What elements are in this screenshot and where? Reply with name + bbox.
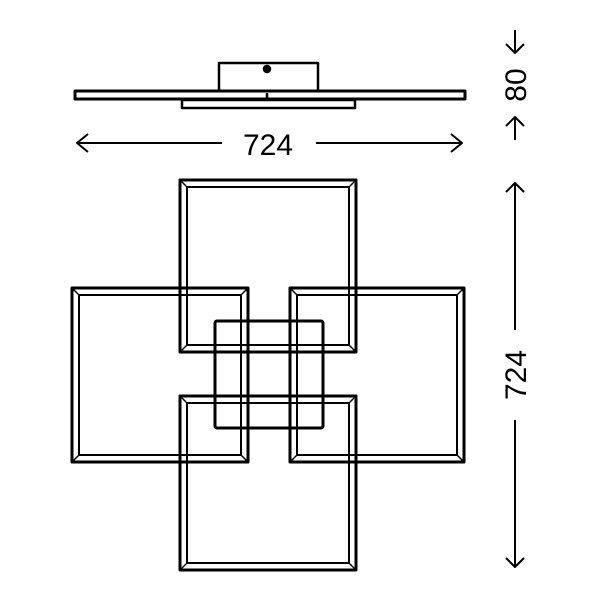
center-plate-side (180, 98, 357, 110)
arrow-up-icon (505, 116, 525, 127)
arrow-up-icon (505, 182, 525, 193)
width-dimension (76, 133, 463, 153)
side-view (73, 61, 467, 110)
frame-top (178, 178, 358, 354)
top-view (70, 178, 466, 572)
arrow-right-icon (450, 133, 463, 153)
frame-right (288, 286, 466, 464)
depth-dimension (505, 182, 525, 568)
height-label: 80 (500, 68, 533, 101)
frame-left (70, 286, 250, 464)
arrow-down-icon (505, 43, 525, 54)
depth-label: 724 (500, 350, 533, 400)
width-label: 724 (243, 129, 293, 162)
center-canopy (213, 319, 325, 430)
arrow-left-icon (76, 133, 89, 153)
height-dimension (505, 30, 525, 140)
arrow-down-icon (505, 557, 525, 568)
frame-bar (73, 89, 467, 101)
frame-bottom (178, 394, 358, 572)
canopy-screw (262, 64, 272, 74)
